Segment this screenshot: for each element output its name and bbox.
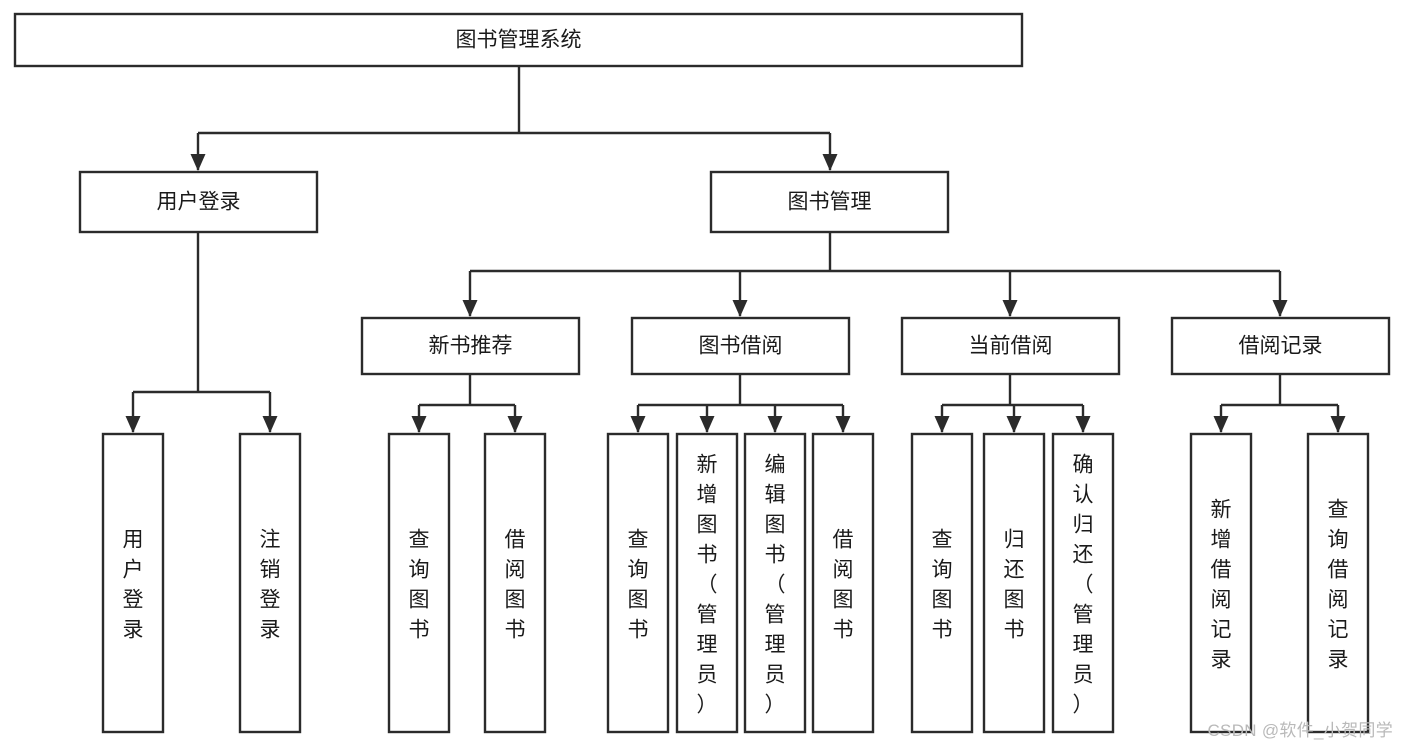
- arrow-head-icon: [835, 416, 851, 433]
- node-leaf-borrow-book-2[interactable]: 借阅图书: [811, 432, 875, 734]
- connector-user-login: [125, 232, 278, 433]
- node-leaf-user-login[interactable]: 用户登录: [101, 432, 165, 734]
- node-box-leaf-borrow-book-2[interactable]: [811, 432, 875, 734]
- node-label-leaf-query-book-1: 查询图书: [409, 528, 430, 641]
- connector-book-manage: [462, 232, 1288, 317]
- node-leaf-query-record[interactable]: 查询借阅记录: [1306, 432, 1370, 734]
- arrow-head-icon: [767, 416, 783, 433]
- node-box-leaf-add-record[interactable]: [1189, 432, 1253, 734]
- node-leaf-add-book[interactable]: 新增图书（管理员）: [675, 432, 739, 734]
- node-box-new-book-rec[interactable]: [360, 316, 581, 376]
- node-box-leaf-confirm-return[interactable]: [1051, 432, 1115, 734]
- arrow-head-icon: [1006, 416, 1022, 433]
- node-book-manage[interactable]: 图书管理: [709, 170, 950, 234]
- node-leaf-edit-book[interactable]: 编辑图书（管理员）: [743, 432, 807, 734]
- node-label-root: 图书管理系统: [456, 29, 582, 52]
- node-box-book-borrow[interactable]: [630, 316, 851, 376]
- connector-current-borrow: [934, 374, 1091, 433]
- csdn-watermark: CSDN @软件_小贺同学: [1207, 721, 1393, 740]
- arrow-head-icon: [1213, 416, 1229, 433]
- node-label-new-book-rec: 新书推荐: [429, 335, 513, 358]
- node-leaf-query-book-3[interactable]: 查询图书: [910, 432, 974, 734]
- node-label-leaf-add-record: 新增借阅记录: [1211, 498, 1232, 671]
- arrow-head-icon: [411, 416, 427, 433]
- node-new-book-rec[interactable]: 新书推荐: [360, 316, 581, 376]
- node-box-borrow-record[interactable]: [1170, 316, 1391, 376]
- connectors-layer: [125, 66, 1346, 433]
- node-box-book-manage[interactable]: [709, 170, 950, 234]
- node-box-leaf-user-logout[interactable]: [238, 432, 302, 734]
- node-box-leaf-query-book-3[interactable]: [910, 432, 974, 734]
- node-box-user-login[interactable]: [78, 170, 319, 234]
- node-label-leaf-query-book-2: 查询图书: [628, 528, 649, 641]
- arrow-head-icon: [462, 300, 478, 317]
- node-leaf-return-book[interactable]: 归还图书: [982, 432, 1046, 734]
- arrow-head-icon: [630, 416, 646, 433]
- node-box-leaf-query-record[interactable]: [1306, 432, 1370, 734]
- node-label-current-borrow: 当前借阅: [969, 335, 1053, 358]
- arrow-head-icon: [699, 416, 715, 433]
- node-user-login[interactable]: 用户登录: [78, 170, 319, 234]
- node-box-leaf-add-book[interactable]: [675, 432, 739, 734]
- node-label-leaf-return-book: 归还图书: [1004, 528, 1025, 641]
- node-label-borrow-record: 借阅记录: [1239, 335, 1323, 358]
- node-box-leaf-query-book-2[interactable]: [606, 432, 670, 734]
- node-box-leaf-return-book[interactable]: [982, 432, 1046, 734]
- node-label-leaf-user-login: 用户登录: [123, 528, 144, 641]
- arrow-head-icon: [732, 300, 748, 317]
- node-label-user-login: 用户登录: [157, 191, 241, 214]
- arrow-head-icon: [1075, 416, 1091, 433]
- nodes-layer: 图书管理系统用户登录图书管理新书推荐图书借阅当前借阅借阅记录用户登录注销登录查询…: [13, 12, 1391, 734]
- node-label-book-manage: 图书管理: [788, 191, 872, 214]
- arrow-head-icon: [1330, 416, 1346, 433]
- arrow-head-icon: [934, 416, 950, 433]
- node-borrow-record[interactable]: 借阅记录: [1170, 316, 1391, 376]
- connector-book-borrow: [630, 374, 851, 433]
- node-label-leaf-borrow-book-1: 借阅图书: [505, 528, 526, 641]
- connector-root: [190, 66, 838, 171]
- node-leaf-add-record[interactable]: 新增借阅记录: [1189, 432, 1253, 734]
- node-leaf-query-book-1[interactable]: 查询图书: [387, 432, 451, 734]
- node-leaf-confirm-return[interactable]: 确认归还（管理员）: [1051, 432, 1115, 734]
- node-leaf-user-logout[interactable]: 注销登录: [238, 432, 302, 734]
- node-box-leaf-borrow-book-1[interactable]: [483, 432, 547, 734]
- node-book-borrow[interactable]: 图书借阅: [630, 316, 851, 376]
- node-label-leaf-query-record: 查询借阅记录: [1328, 498, 1349, 671]
- arrow-head-icon: [822, 154, 838, 171]
- arrow-head-icon: [190, 154, 206, 171]
- node-label-book-borrow: 图书借阅: [699, 335, 783, 358]
- connector-new-book-rec: [411, 374, 523, 433]
- node-root[interactable]: 图书管理系统: [13, 12, 1024, 68]
- connector-borrow-record: [1213, 374, 1346, 433]
- node-leaf-borrow-book-1[interactable]: 借阅图书: [483, 432, 547, 734]
- arrow-head-icon: [125, 416, 141, 433]
- node-box-leaf-user-login[interactable]: [101, 432, 165, 734]
- node-label-leaf-user-logout: 注销登录: [260, 528, 281, 641]
- arrow-head-icon: [507, 416, 523, 433]
- node-label-leaf-borrow-book-2: 借阅图书: [833, 528, 854, 641]
- node-box-leaf-query-book-1[interactable]: [387, 432, 451, 734]
- node-label-leaf-query-book-3: 查询图书: [932, 528, 953, 641]
- node-box-current-borrow[interactable]: [900, 316, 1121, 376]
- node-box-root[interactable]: [13, 12, 1024, 68]
- node-box-leaf-edit-book[interactable]: [743, 432, 807, 734]
- node-label-leaf-confirm-return: 确认归还（管理员）: [1073, 453, 1094, 716]
- arrow-head-icon: [262, 416, 278, 433]
- arrow-head-icon: [1272, 300, 1288, 317]
- node-label-leaf-edit-book: 编辑图书（管理员）: [765, 453, 786, 716]
- node-current-borrow[interactable]: 当前借阅: [900, 316, 1121, 376]
- node-leaf-query-book-2[interactable]: 查询图书: [606, 432, 670, 734]
- node-label-leaf-add-book: 新增图书（管理员）: [697, 453, 718, 716]
- arrow-head-icon: [1002, 300, 1018, 317]
